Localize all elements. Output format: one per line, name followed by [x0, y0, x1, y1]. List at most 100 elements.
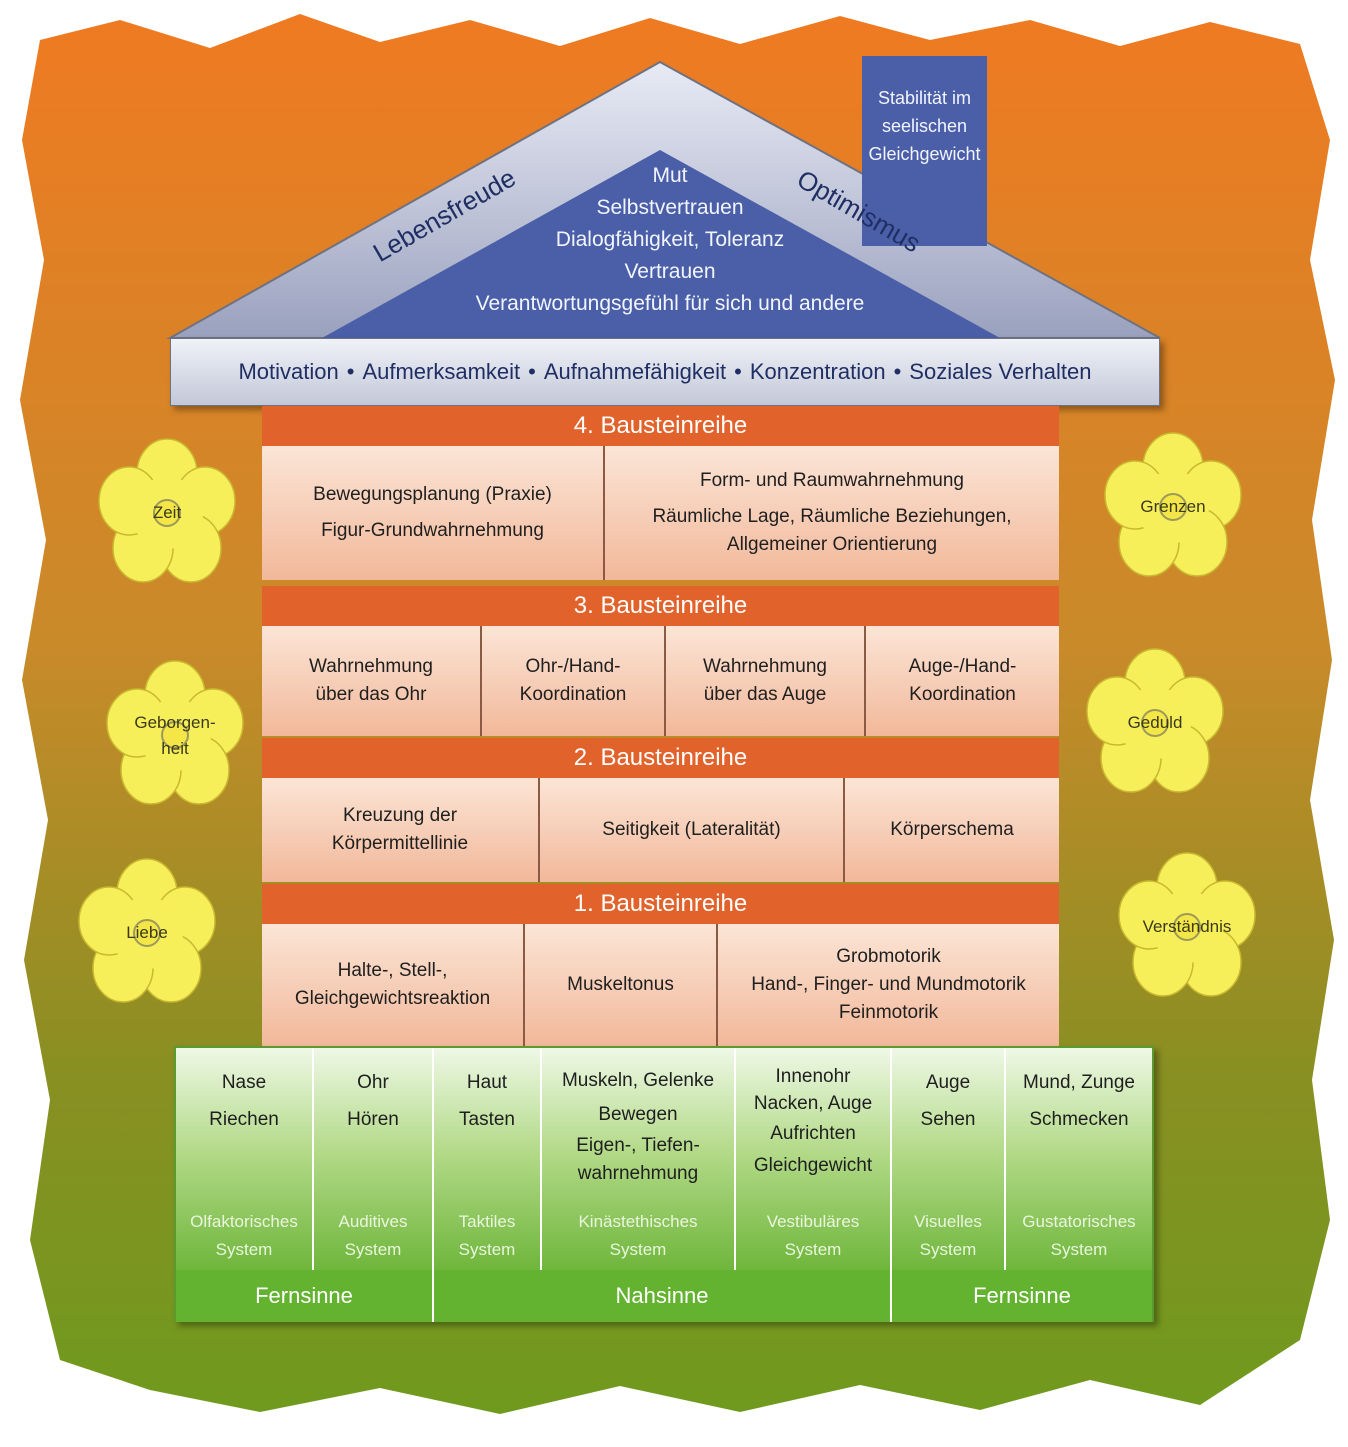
footer-fernsinne-left: Fernsinne: [176, 1270, 434, 1322]
sense-system: Kinästethisches System: [542, 1208, 734, 1264]
system-line: System: [344, 1240, 402, 1259]
flower-label: Verständnis: [1142, 917, 1232, 936]
flower-icon: [98, 438, 236, 583]
beam-item: Aufnahmefähigkeit: [543, 359, 727, 384]
row3-cell: Auge-/Hand- Koordination: [866, 626, 1059, 736]
system-line: Vestibuläres: [766, 1212, 860, 1231]
sense-line: Innenohr: [775, 1066, 851, 1087]
sense-line: Ohr: [357, 1072, 389, 1093]
beam-separator: •: [528, 359, 536, 384]
row3-cells: Wahrnehmung über das Ohr Ohr-/Hand- Koor…: [262, 626, 1059, 736]
row2-cell: Kreuzung der Körpermittellinie: [262, 778, 540, 882]
sense-column-kinesthetic: Muskeln, Gelenke Bewegen Eigen-, Tiefen-…: [542, 1048, 736, 1270]
system-line: Gustatorisches: [1022, 1212, 1136, 1231]
row1-cell: Muskeltonus: [525, 924, 718, 1046]
flower-icon: [1104, 432, 1242, 577]
sense-line: Hören: [347, 1109, 399, 1130]
roof-value: Vertrauen: [624, 260, 716, 283]
sense-line: Mund, Zunge: [1023, 1072, 1135, 1093]
roof-beam: Motivation • Aufmerksamkeit • Aufnahmefä…: [170, 338, 1160, 406]
cell-line: Muskeltonus: [567, 974, 674, 995]
cell-line: Halte-, Stell-,: [337, 960, 448, 981]
cell-line: Räumliche Lage, Räumliche Beziehungen,: [652, 506, 1012, 527]
row2-cell: Seitigkeit (Lateralität): [540, 778, 845, 882]
sense-line: Nase: [221, 1072, 267, 1093]
flower-label: Geborgen-: [134, 713, 216, 732]
system-line: Taktiles: [458, 1212, 516, 1231]
system-line: Auditives: [338, 1212, 408, 1231]
row1-cell: Halte-, Stell-, Gleichgewichtsreaktion: [262, 924, 525, 1046]
flower-label: Liebe: [126, 923, 168, 942]
chimney-line: seelischen: [881, 116, 968, 136]
sense-column-tactile: Haut Tasten Taktiles System: [434, 1048, 542, 1270]
roof-value: Dialogfähigkeit, Toleranz: [555, 228, 785, 251]
footer-fernsinne-right: Fernsinne: [892, 1270, 1152, 1322]
sense-system: Taktiles System: [434, 1208, 540, 1264]
cell-line: Feinmotorik: [838, 1002, 939, 1023]
cell-line: Seitigkeit (Lateralität): [602, 819, 781, 840]
flower-geduld: Geduld: [1080, 648, 1230, 798]
row2-title: 2. Bausteinreihe: [262, 738, 1059, 778]
sense-line: Schmecken: [1029, 1109, 1129, 1130]
sense-line: Tasten: [459, 1109, 515, 1130]
row1-cell: Grobmotorik Hand-, Finger- und Mundmotor…: [718, 924, 1059, 1046]
row2-cell: Körperschema: [845, 778, 1059, 882]
flower-label: heit: [161, 739, 189, 758]
sense-line: Muskeln, Gelenke: [561, 1070, 715, 1091]
system-line: System: [1050, 1240, 1108, 1259]
sense-line: Eigen-, Tiefen-: [576, 1135, 700, 1156]
cell-line: Wahrnehmung: [703, 656, 827, 677]
row3-cell: Wahrnehmung über das Ohr: [262, 626, 482, 736]
chimney-line: Gleichgewicht: [868, 144, 981, 164]
chimney-line: Stabilität im: [877, 88, 972, 108]
cell-line: Kreuzung der: [342, 805, 458, 826]
row1-cells: Halte-, Stell-, Gleichgewichtsreaktion M…: [262, 924, 1059, 1046]
row4-cell: Form- und Raumwahrnehmung Räumliche Lage…: [605, 446, 1059, 580]
sense-line: Bewegen: [598, 1104, 678, 1125]
cell-line: über das Ohr: [315, 684, 427, 705]
beam-item: Motivation: [238, 359, 339, 384]
sense-line: Auge: [925, 1072, 971, 1093]
flower-icon: [1118, 852, 1256, 997]
chimney: Stabilität im seelischen Gleichgewicht: [862, 56, 987, 246]
beam-item: Aufmerksamkeit: [362, 359, 521, 384]
sense-column-auditory: Ohr Hören Auditives System: [314, 1048, 434, 1270]
flower-zeit: Zeit: [92, 438, 242, 588]
footer-nahsinne: Nahsinne: [434, 1270, 892, 1322]
system-line: System: [609, 1240, 667, 1259]
row3-cell: Ohr-/Hand- Koordination: [482, 626, 666, 736]
row3-cell: Wahrnehmung über das Auge: [666, 626, 866, 736]
flower-icon: [1086, 648, 1224, 793]
sense-line: wahrnehmung: [577, 1163, 699, 1184]
beam-separator: •: [893, 359, 902, 384]
roof-value: Verantwortungsgefühl für sich und andere: [475, 292, 865, 315]
flower-label: Zeit: [152, 503, 182, 522]
row4-cell: Bewegungsplanung (Praxie) Figur-Grundwah…: [262, 446, 605, 580]
sense-line: Aufrichten: [770, 1123, 856, 1144]
cell-line: Gleichgewichtsreaktion: [294, 988, 491, 1009]
cell-line: Wahrnehmung: [309, 656, 433, 677]
cell-line: Hand-, Finger- und Mundmotorik: [751, 974, 1026, 995]
sense-system: Visuelles System: [892, 1208, 1004, 1264]
roof-values: Mut Selbstvertrauen Dialogfähigkeit, Tol…: [460, 160, 880, 320]
flower-liebe: Liebe: [72, 858, 222, 1008]
row2-cells: Kreuzung der Körpermittellinie Seitigkei…: [262, 778, 1059, 882]
system-line: System: [919, 1240, 977, 1259]
system-line: Kinästethisches: [578, 1212, 698, 1231]
roof-value: Mut: [652, 164, 688, 187]
flower-label: Grenzen: [1140, 497, 1206, 516]
beam-separator: •: [734, 359, 742, 384]
sense-line: Riechen: [209, 1109, 279, 1130]
sense-system: Gustatorisches System: [1006, 1208, 1152, 1264]
sense-line: Haut: [466, 1072, 508, 1093]
cell-line: Körpermittellinie: [331, 833, 469, 854]
sense-column-vestibular: Innenohr Nacken, Auge Aufrichten Gleichg…: [736, 1048, 892, 1270]
row4-cells: Bewegungsplanung (Praxie) Figur-Grundwah…: [262, 446, 1059, 580]
system-line: System: [784, 1240, 842, 1259]
cell-line: Bewegungsplanung (Praxie): [313, 484, 552, 505]
sense-system: Olfaktorisches System: [176, 1208, 312, 1264]
sense-column-visual: Auge Sehen Visuelles System: [892, 1048, 1006, 1270]
senses-foundation: Nase Riechen Olfaktorisches System Ohr H…: [174, 1046, 1154, 1322]
sense-system: Auditives System: [314, 1208, 432, 1264]
row4-title: 4. Bausteinreihe: [262, 406, 1059, 446]
